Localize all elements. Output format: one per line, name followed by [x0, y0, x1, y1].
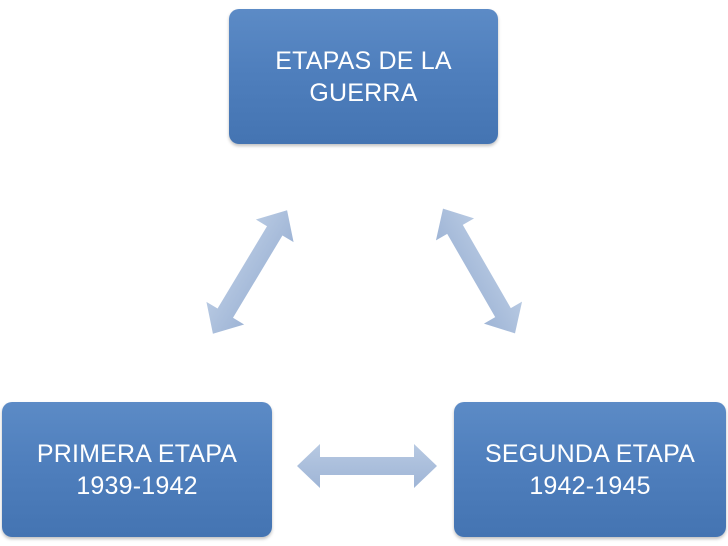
node-title-line-2: GUERRA: [309, 78, 418, 107]
node-label: PRIMERA ETAPA: [36, 439, 238, 468]
node-segunda-etapa: SEGUNDA ETAPA 1942-1945: [454, 402, 726, 537]
double-arrow-top-left: [206, 210, 294, 334]
double-arrow-left-right: [297, 444, 437, 488]
node-years: 1942-1945: [529, 471, 651, 500]
node-years: 1939-1942: [76, 471, 198, 500]
node-etapas-de-la-guerra: ETAPAS DE LA GUERRA: [229, 9, 498, 144]
node-title-line-1: ETAPAS DE LA: [275, 46, 452, 75]
node-label: SEGUNDA ETAPA: [484, 439, 696, 468]
double-arrow-top-right: [435, 208, 523, 334]
node-primera-etapa: PRIMERA ETAPA 1939-1942: [2, 402, 272, 537]
